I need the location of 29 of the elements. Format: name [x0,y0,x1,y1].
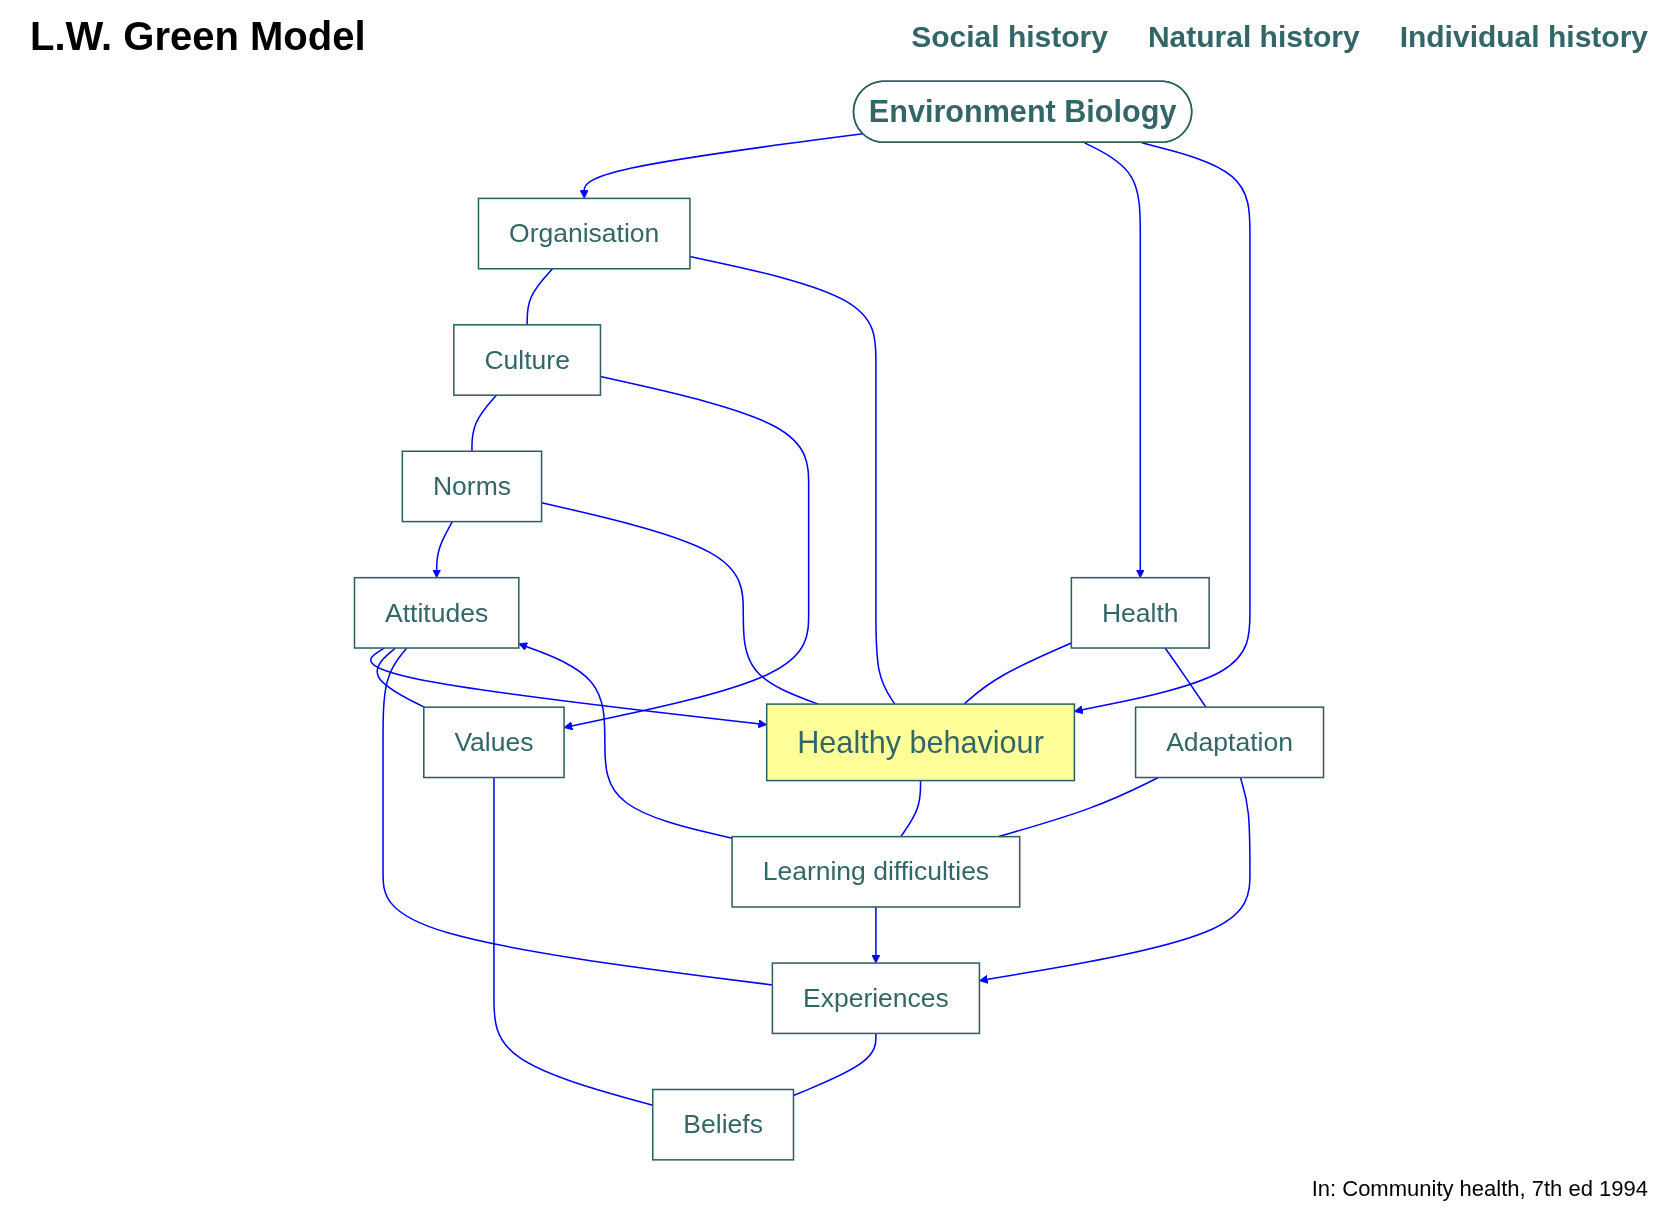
connector [900,779,922,838]
node-box: Culture [453,324,602,396]
connector [689,255,896,705]
node-box: Beliefs [652,1088,795,1161]
node-box: Experiences [771,962,981,1035]
title: L.W. Green Model [30,14,366,59]
node-box: Adaptation [1134,706,1325,779]
history-label: Social history [911,19,1108,54]
connector [1164,647,1207,708]
arrow [1074,142,1251,715]
connector [526,268,554,326]
node-box: Norms [401,450,543,523]
arrow [871,906,881,964]
node-box: Values [423,706,565,779]
arrow [579,132,864,199]
arrow [432,520,454,579]
node-box: Health [1070,576,1210,649]
connector [376,647,425,708]
history-label: Individual history [1399,19,1648,54]
arrow [1083,142,1145,579]
connector [471,394,498,452]
node-box: Attitudes [353,576,520,649]
node-box: Learning difficulties [731,835,1021,908]
caption: In: Community health, 7th ed 1994 [1310,1175,1649,1203]
arrow [979,776,1251,984]
node-box: Healthy behaviour [765,703,1076,782]
arrow [518,642,733,840]
node-box: Organisation [477,197,691,270]
history-label: Natural history [1147,19,1360,54]
